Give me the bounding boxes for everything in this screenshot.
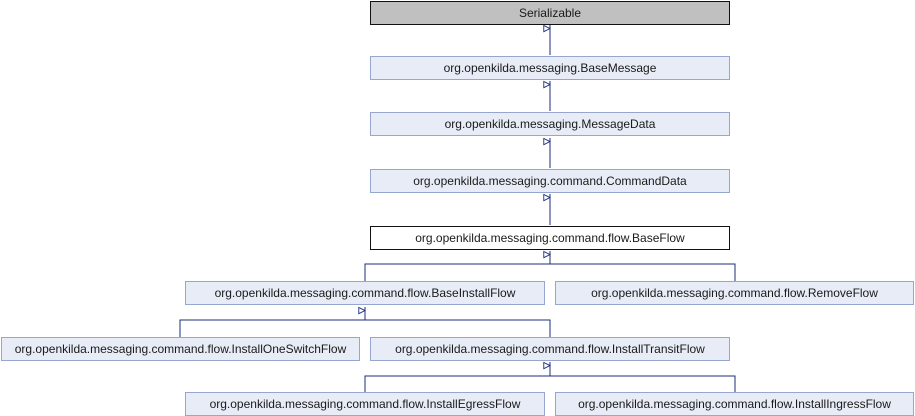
node-base-flow[interactable]: org.openkilda.messaging.command.flow.Bas… [370,226,730,250]
node-base-install-flow[interactable]: org.openkilda.messaging.command.flow.Bas… [185,281,545,305]
node-install-ingress-flow[interactable]: org.openkilda.messaging.command.flow.Ins… [555,392,914,416]
node-serializable[interactable]: Serializable [370,1,730,25]
node-base-message[interactable]: org.openkilda.messaging.BaseMessage [370,56,730,80]
edge-remove-flow-to-base-flow [550,263,736,282]
node-install-one-switch-flow[interactable]: org.openkilda.messaging.command.flow.Ins… [1,337,360,361]
node-message-data[interactable]: org.openkilda.messaging.MessageData [370,112,730,136]
edge-install-egress-flow-to-install-transit-flow [364,375,550,392]
node-command-data[interactable]: org.openkilda.messaging.command.CommandD… [370,169,730,193]
node-install-transit-flow[interactable]: org.openkilda.messaging.command.flow.Ins… [370,337,730,361]
node-install-egress-flow[interactable]: org.openkilda.messaging.command.flow.Ins… [185,392,545,416]
edge-install-one-switch-flow-to-base-install-flow [179,319,365,337]
edge-install-transit-flow-to-base-install-flow [365,319,551,337]
node-remove-flow[interactable]: org.openkilda.messaging.command.flow.Rem… [555,281,914,305]
edge-base-install-flow-to-base-flow [364,263,550,282]
edge-install-ingress-flow-to-install-transit-flow [550,375,736,392]
